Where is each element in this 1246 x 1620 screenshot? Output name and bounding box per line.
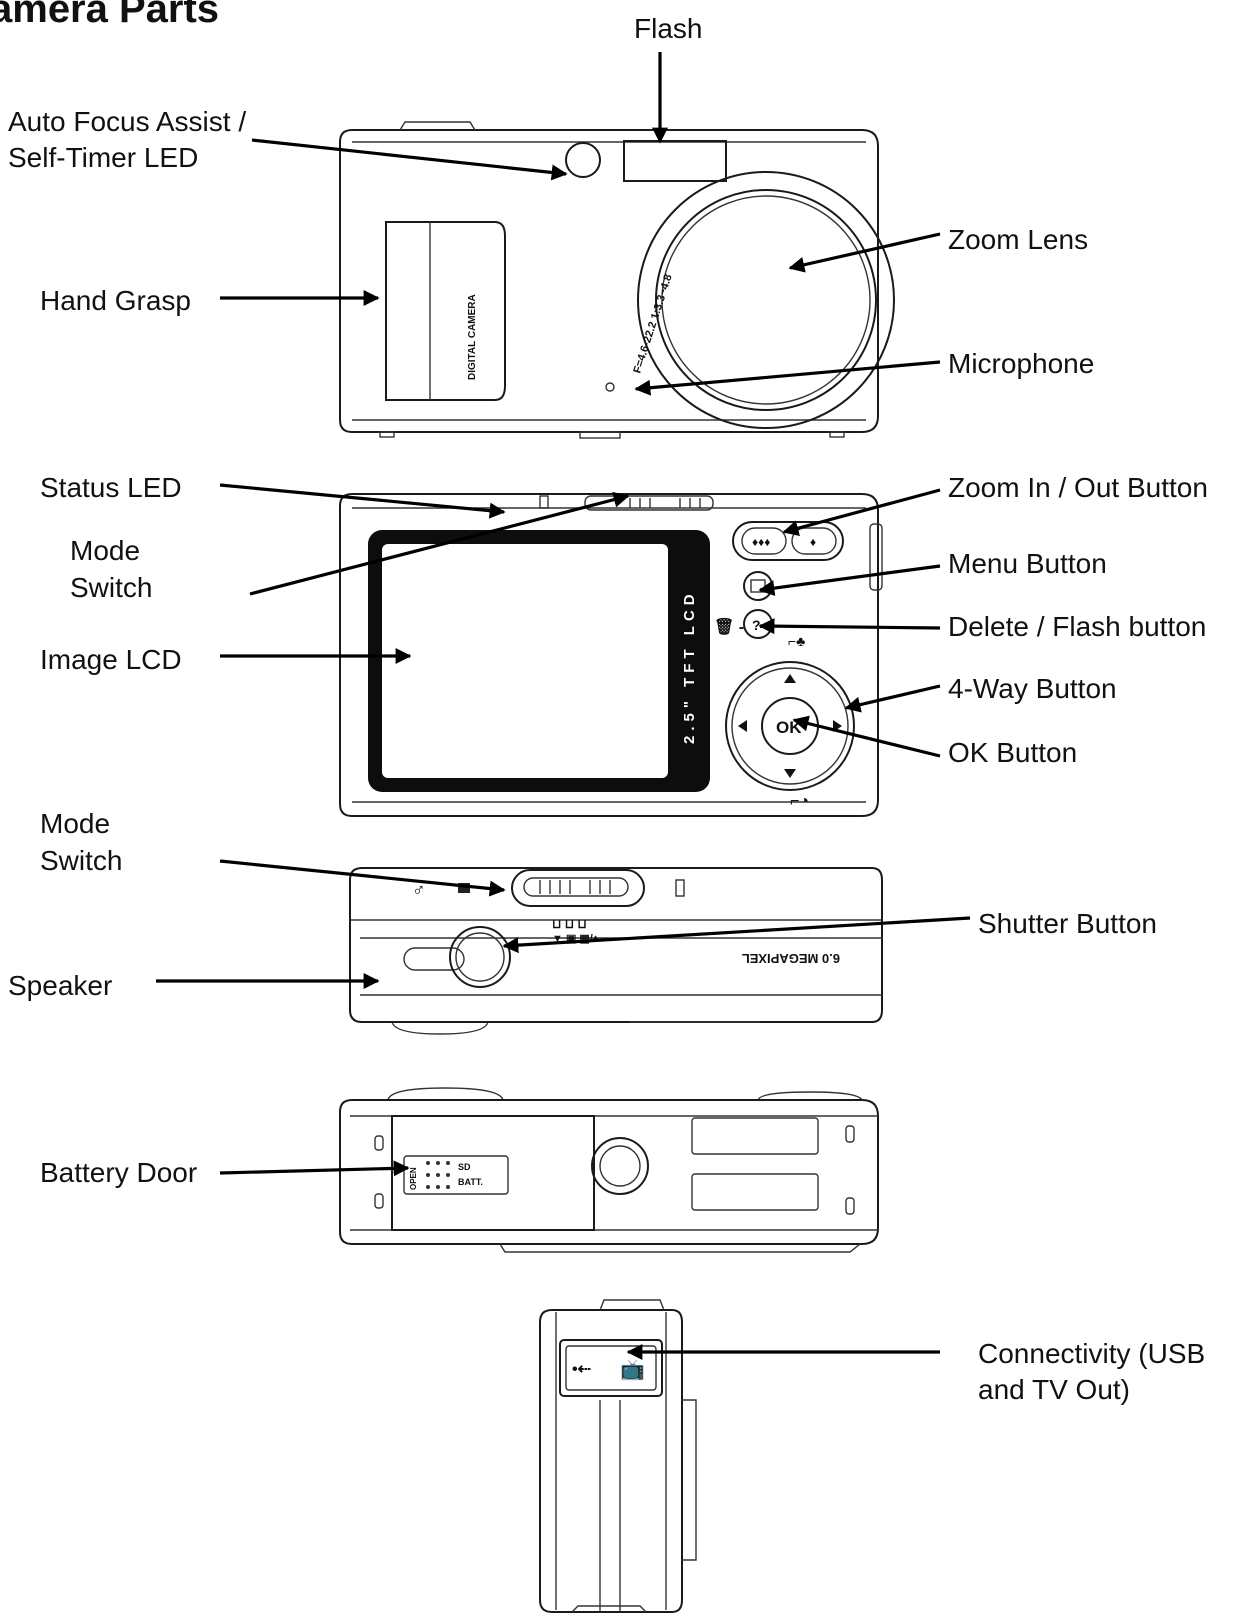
mode-switch-top-shape bbox=[511, 869, 645, 907]
label-delete-flash-button: Delete / Flash button bbox=[948, 611, 1207, 642]
label-mode-switch-1-line2: Switch bbox=[70, 572, 153, 603]
camera-bottom-view: SD BATT. OPEN bbox=[339, 1087, 879, 1253]
svg-text:♦: ♦ bbox=[810, 535, 816, 549]
label-mode-switch-2-line1: Mode bbox=[40, 808, 111, 839]
zoom-rocker-shape: ♦♦♦ ♦ bbox=[732, 521, 844, 561]
lcd-text: 2.5" TFT LCD bbox=[681, 589, 698, 744]
page-title: amera Parts bbox=[0, 0, 220, 31]
svg-text:⌐◔: ⌐◔ bbox=[790, 793, 809, 810]
usb-icon: •⇠ bbox=[572, 1361, 591, 1378]
megapixel-text: 6.0 MEGAPIXEL bbox=[742, 951, 840, 966]
connectivity-panel-shape: •⇠ 📺 bbox=[559, 1339, 663, 1397]
grip-text: DIGITAL CAMERA bbox=[467, 294, 478, 380]
microphone-hole bbox=[605, 382, 615, 392]
camera-back-view: 2.5" TFT LCD ♦♦♦ ♦ ? 🗑 - ⌐♣ bbox=[339, 493, 883, 817]
battery-open-text: OPEN bbox=[409, 1167, 418, 1190]
label-af-assist-line2: Self-Timer LED bbox=[8, 142, 199, 173]
svg-text:?: ? bbox=[752, 617, 761, 633]
af-assist-led-shape bbox=[565, 142, 601, 178]
label-speaker: Speaker bbox=[8, 970, 113, 1001]
battery-sd-text: SD bbox=[458, 1162, 471, 1172]
zoom-lens-shape: F=4.6-22.2 1:3.3~4.8 bbox=[631, 171, 895, 429]
tv-out-icon: 📺 bbox=[620, 1359, 645, 1381]
svg-text:🗑 -: 🗑 - bbox=[714, 617, 744, 636]
label-four-way-button: 4-Way Button bbox=[948, 673, 1117, 704]
shutter-button-shape bbox=[403, 926, 511, 988]
label-battery-door: Battery Door bbox=[40, 1157, 198, 1188]
hand-grasp-shape: DIGITAL CAMERA bbox=[385, 221, 506, 401]
label-mode-switch-2-line2: Switch bbox=[40, 845, 123, 876]
label-zoom-lens: Zoom Lens bbox=[948, 224, 1089, 255]
battery-door-shape: SD BATT. OPEN bbox=[391, 1115, 595, 1231]
battery-batt-text: BATT. bbox=[458, 1177, 483, 1187]
label-connectivity-line2: and TV Out) bbox=[978, 1374, 1131, 1405]
camera-top-view: ♂ ⊔ ⊔ ⊔ ▼ ▣ ▦/♦ 6.0 MEGAPIXEL bbox=[349, 867, 883, 1035]
label-status-led: Status LED bbox=[40, 472, 182, 503]
label-flash: Flash bbox=[634, 13, 703, 44]
menu-button-shape bbox=[743, 571, 773, 601]
status-led-shape bbox=[539, 495, 549, 509]
four-way-button-shape: OK bbox=[725, 661, 855, 791]
label-menu-button: Menu Button bbox=[948, 548, 1107, 579]
label-image-lcd: Image LCD bbox=[40, 644, 182, 675]
image-lcd-shape: 2.5" TFT LCD bbox=[368, 530, 710, 792]
label-microphone: Microphone bbox=[948, 348, 1095, 379]
label-hand-grasp: Hand Grasp bbox=[40, 285, 191, 316]
svg-text:⌐♣: ⌐♣ bbox=[788, 633, 805, 649]
camera-front-view: DIGITAL CAMERA F=4.6-22.2 1:3.3~4.8 bbox=[339, 121, 895, 439]
label-mode-switch-1-line1: Mode bbox=[70, 535, 141, 566]
label-zoom-button: Zoom In / Out Button bbox=[948, 472, 1208, 503]
svg-text:♦♦♦: ♦♦♦ bbox=[752, 535, 770, 549]
label-shutter-button: Shutter Button bbox=[978, 908, 1158, 939]
flash-window-shape bbox=[623, 140, 727, 182]
label-af-assist-line1: Auto Focus Assist / bbox=[8, 106, 247, 137]
svg-text:♂: ♂ bbox=[412, 880, 426, 900]
label-connectivity-line1: Connectivity (USB bbox=[978, 1338, 1206, 1369]
label-ok-button: OK Button bbox=[948, 737, 1078, 768]
callout-arrows bbox=[156, 52, 971, 1360]
camera-side-view: •⇠ 📺 bbox=[539, 1299, 697, 1613]
svg-text:⊔ ⊔ ⊔: ⊔ ⊔ ⊔ bbox=[552, 917, 587, 931]
mode-switch-back-shape bbox=[584, 495, 714, 511]
